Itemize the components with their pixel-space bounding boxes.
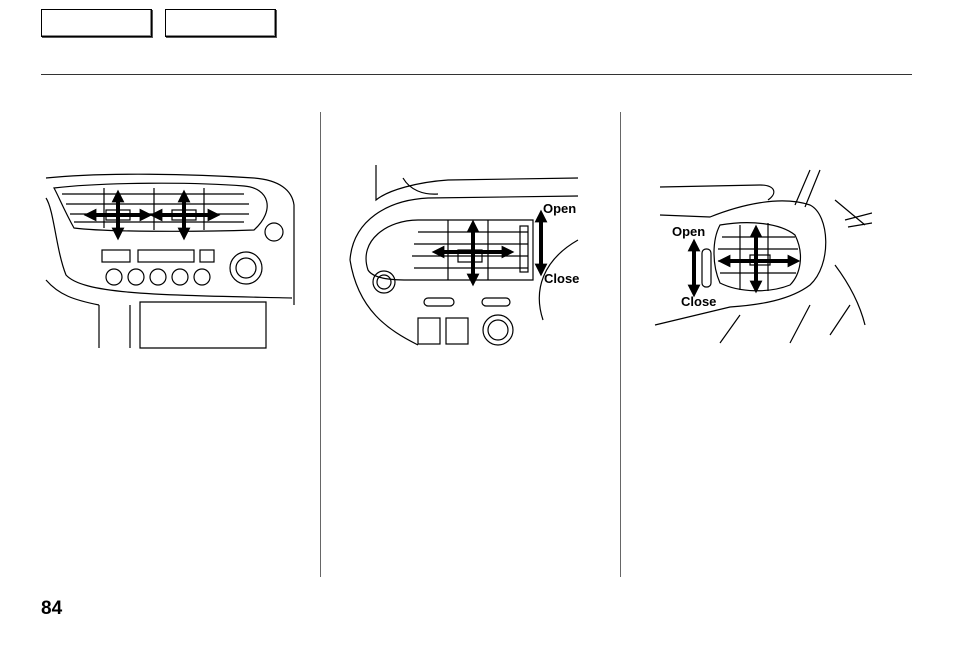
driver-vent-close-label: Close [544,271,579,286]
nav-button-2[interactable] [165,9,276,37]
driver-vent-illustration: Open Close [348,160,588,350]
driver-vent-open-label: Open [543,201,576,216]
passenger-vent-open-label: Open [672,224,705,239]
header-rule [41,74,912,75]
column-divider-1 [320,112,321,577]
page-number: 84 [41,598,62,620]
nav-button-1[interactable] [41,9,152,37]
passenger-vent-close-label: Close [681,294,716,309]
center-vents-illustration [44,170,296,350]
passenger-vent-illustration: Open Close [650,165,872,350]
column-divider-2 [620,112,621,577]
